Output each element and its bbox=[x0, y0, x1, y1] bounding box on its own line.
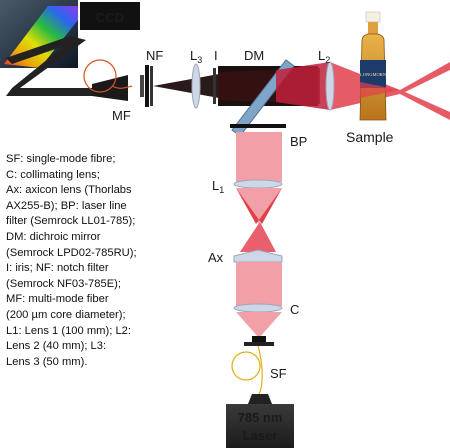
bp-filter bbox=[230, 124, 286, 128]
vertical-beam-lower bbox=[236, 262, 282, 306]
laser-box bbox=[226, 404, 294, 448]
sf-label: SF bbox=[270, 366, 287, 381]
legend-line: DM: dichroic mirror bbox=[6, 230, 101, 243]
collimating-lens bbox=[233, 303, 283, 313]
vertical-beam-upper bbox=[236, 132, 282, 182]
axicon-lens bbox=[233, 249, 283, 263]
legend-line: L1: Lens 1 (100 mm); L2: bbox=[6, 324, 131, 337]
sample-bottle: LONGMORN bbox=[359, 11, 387, 121]
sample-label: Sample bbox=[346, 129, 394, 145]
ax-label: Ax bbox=[208, 250, 224, 265]
ccd-label: CCD bbox=[96, 10, 124, 25]
lens-l2 bbox=[325, 61, 335, 111]
nf-label: NF bbox=[146, 48, 163, 63]
legend-line: Ax: axicon lens (Thorlabs bbox=[6, 184, 132, 197]
laser-wavelength-label: 785 nm bbox=[238, 410, 283, 425]
focusing-cone bbox=[236, 312, 282, 338]
iris bbox=[213, 68, 216, 104]
bottle-label-text: LONGMORN bbox=[360, 72, 387, 77]
l2-label: L2 bbox=[318, 48, 330, 65]
laser-label: Laser bbox=[243, 428, 278, 443]
lens-l3 bbox=[191, 63, 201, 109]
iris-label: I bbox=[214, 48, 218, 63]
bp-label: BP bbox=[290, 134, 307, 149]
legend-line: filter (Semrock LL01-785); bbox=[6, 215, 136, 228]
legend-line: I: iris; NF: notch filter bbox=[6, 262, 109, 275]
legend-line: Lens 2 (40 mm); L3: bbox=[6, 340, 107, 353]
legend-line: Lens 3 (50 mm). bbox=[6, 355, 88, 368]
legend-line: C: collimating lens; bbox=[6, 168, 100, 181]
l3-label: L3 bbox=[190, 48, 202, 65]
notch-filter bbox=[145, 65, 149, 107]
spectrometer-beam-path bbox=[6, 36, 118, 96]
legend-line: (Semrock LPD02-785RU); bbox=[6, 246, 137, 259]
legend-line: MF: multi-mode fiber bbox=[6, 293, 109, 306]
mm-fiber-coil bbox=[83, 59, 117, 93]
c-label: C bbox=[290, 302, 299, 317]
sm-fiber-coil bbox=[231, 351, 261, 381]
mf-label: MF bbox=[112, 108, 131, 123]
legend-line: (200 µm core diameter); bbox=[6, 308, 126, 321]
dm-label: DM bbox=[244, 48, 264, 63]
sf-connector bbox=[252, 336, 266, 342]
component-legend: SF: single-mode fibre; C: collimating le… bbox=[6, 152, 216, 370]
legend-line: SF: single-mode fibre; bbox=[6, 153, 116, 165]
legend-line: (Semrock NF03-785E); bbox=[6, 277, 122, 290]
mm-fiber bbox=[111, 85, 133, 89]
l1-label: L1 bbox=[212, 178, 224, 195]
laser-nozzle bbox=[248, 394, 272, 404]
beam-into-sample bbox=[360, 82, 400, 98]
legend-line: AX255-B); BP: laser line bbox=[6, 199, 127, 212]
lens-l1 bbox=[233, 179, 283, 189]
excitation-beam-right bbox=[276, 62, 330, 110]
